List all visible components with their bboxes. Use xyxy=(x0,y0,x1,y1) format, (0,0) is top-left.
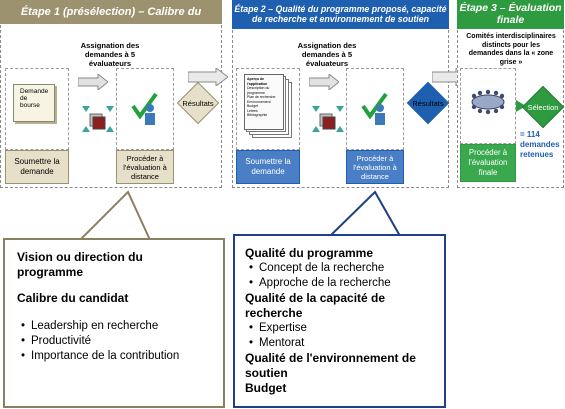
reviewer-check-icon-2 xyxy=(361,92,388,125)
box2-heading-4: Budget xyxy=(245,381,287,395)
stage2-assign-arrow xyxy=(309,74,339,90)
box1-title: Vision ou direction du programme xyxy=(17,250,143,279)
sheet-line-7: Bibliographie xyxy=(247,113,268,117)
stage2-submit-box: Soumettre la demande xyxy=(236,150,300,184)
box1-subtitle: Calibre du candidat xyxy=(17,291,129,305)
sheet-line-6: Lettres xyxy=(247,108,258,113)
box2-heading-1: Qualité du programme xyxy=(245,246,374,260)
application-sheets-icon: Aperçu de l'application Description du p… xyxy=(244,74,294,140)
stage3-header: Étape 3 – Évaluation finale xyxy=(457,0,564,29)
box2-item: Expertise xyxy=(245,321,434,336)
criteria-box-2: Qualité du programme Concept de la reche… xyxy=(233,234,446,408)
sheet-line-3: Plan de recherche xyxy=(247,95,276,99)
stage1-submit-box: Soumettre la demande xyxy=(5,150,69,184)
box2-item: Approche de la recherche xyxy=(245,276,434,291)
sheet-line-4: Environnement xyxy=(247,99,271,104)
criteria-box-1: Vision ou direction du programme Calibre… xyxy=(3,238,225,408)
box2-list-2: Expertise Mentorat xyxy=(245,321,434,351)
distribution-arrows-icon-2 xyxy=(312,106,344,132)
box1-item: Productivité xyxy=(17,334,211,349)
box1-list: Leadership en recherche Productivité Imp… xyxy=(17,319,211,364)
stage3-selection-arrow xyxy=(516,100,526,112)
box2-heading-2: Qualité de la capacité de recherche xyxy=(245,291,386,320)
stage2-review-box: Procéder à l'évaluation à distance xyxy=(346,150,404,184)
doc-line-3: bourse xyxy=(20,102,40,109)
box1-item: Leadership en recherche xyxy=(17,319,211,334)
sheet-line-2: Description du programme xyxy=(247,86,270,95)
box2-item: Mentorat xyxy=(245,336,434,351)
stage1-header: Étape 1 (présélection) – Calibre du cand… xyxy=(0,0,222,42)
doc-line-1: Demande xyxy=(20,88,49,95)
stage3-review-box: Procéder à l'évaluation finale xyxy=(460,144,516,182)
distribution-arrows-icon xyxy=(82,106,114,132)
box2-list-1: Concept de la recherche Approche de la r… xyxy=(245,261,434,291)
reviewer-check-icon xyxy=(131,92,158,125)
stage1-assign-arrow xyxy=(78,74,108,90)
stage1-assignment-label: Assignation des demandes à 5 évaluateurs xyxy=(80,41,140,68)
sheet-line-5: Budget xyxy=(247,104,259,108)
callout1-pointer xyxy=(77,190,152,242)
doc-line-2: de xyxy=(20,95,28,102)
stage2-results-label: Résultats xyxy=(412,99,444,108)
box2-heading-3: Qualité de l'environnement de soutien xyxy=(245,351,416,380)
stage3-selection-label: Sélection xyxy=(527,103,559,112)
stage1-results-label: Résultats xyxy=(182,99,214,108)
stage2-assignment-label: Assignation des demandes à 5 évaluateurs xyxy=(297,41,357,68)
committee-table-icon xyxy=(471,89,505,115)
stage3-result-note: = 114 demandes retenues xyxy=(520,130,560,159)
box2-item: Concept de la recherche xyxy=(245,261,434,276)
callout2-pointer xyxy=(327,190,402,238)
application-document-icon: Demande de bourse xyxy=(13,84,55,122)
box1-item: Importance de la contribution xyxy=(17,349,211,364)
stage1-review-box: Procéder à l'évaluation à distance xyxy=(116,150,174,184)
stage2-header: Étape 2 – Qualité du programme proposé, … xyxy=(232,0,449,29)
sheet-line-1: Aperçu de l'application xyxy=(247,77,268,86)
stage1-to-stage2-arrow xyxy=(188,68,228,86)
stage3-committee-label: Comités interdisciplinaires distincts po… xyxy=(466,33,556,66)
